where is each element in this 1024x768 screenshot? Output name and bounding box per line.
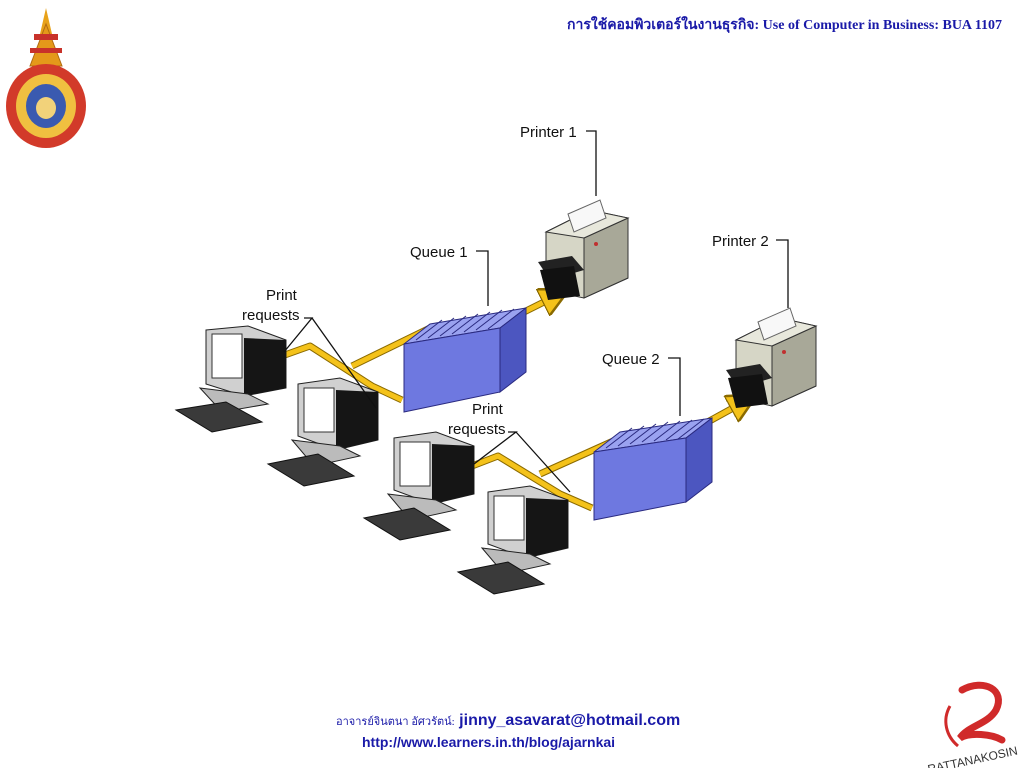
printer-2-label: Printer 2: [712, 233, 769, 250]
queue-2-leader: [668, 357, 681, 416]
computer-2-icon: [266, 377, 379, 487]
queue-1-label: Queue 1: [410, 244, 468, 261]
printer-1-label: Printer 1: [520, 124, 577, 141]
printer-1-leader: [586, 130, 597, 196]
course-header: การใช้คอมพิวเตอร์ในงานธุรกิจ: Use of Com…: [567, 18, 1002, 33]
blog-url-link[interactable]: http://www.learners.in.th/blog/ajarnkai: [362, 734, 616, 750]
computer-1-icon: [174, 325, 287, 433]
instructor-name: อาจารย์จินตนา อัศวรัตน์:: [336, 716, 455, 728]
university-seal-logo: [6, 8, 86, 148]
queue-1-box: [403, 306, 527, 413]
print-requests-1-line2: requests: [242, 307, 300, 324]
rattanakosin-logo: RATTANAKOSIN: [926, 681, 1019, 768]
computer-4-icon: [456, 485, 569, 595]
print-requests-1-line1: Print: [266, 287, 298, 304]
printer-2-leader: [776, 239, 789, 308]
print-requests-2-line2: requests: [448, 421, 506, 438]
queue-2-box: [593, 416, 713, 521]
print-requests-2-line1: Print: [472, 401, 504, 418]
queue-2-label: Queue 2: [602, 351, 660, 368]
printer-1-icon: [538, 199, 630, 300]
queue-1-leader: [476, 250, 489, 306]
printer-2-icon: [726, 307, 818, 408]
rattanakosin-text: RATTANAKOSIN: [926, 744, 1018, 768]
computer-3-icon: [362, 431, 475, 541]
email-link[interactable]: jinny_asavarat@hotmail.com: [459, 712, 681, 729]
